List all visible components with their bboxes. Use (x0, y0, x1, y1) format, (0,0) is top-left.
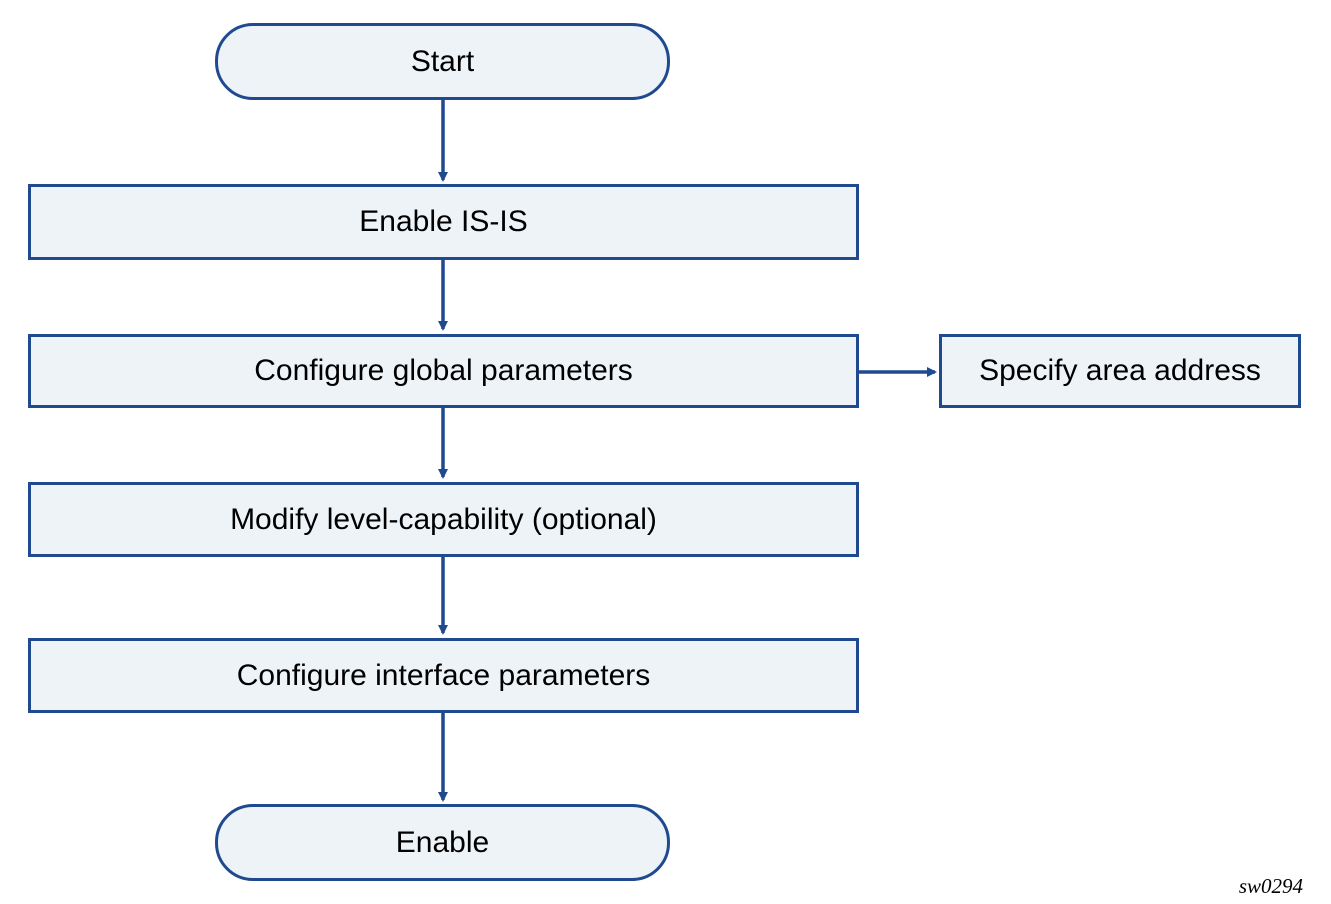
start-label: Start (410, 44, 475, 78)
step-area-address: Specify area address (939, 334, 1301, 408)
step-area-address-label: Specify area address (979, 354, 1261, 387)
step-interface-params: Configure interface parameters (28, 638, 859, 713)
end-terminal: Enable (215, 804, 670, 881)
step-enable-isis-label: Enable IS-IS (359, 205, 528, 238)
end-label: Enable (395, 825, 490, 859)
step-interface-params-label: Configure interface parameters (236, 658, 651, 692)
step-level-capability-label: Modify level-capability (optional) (230, 502, 657, 536)
start-terminal: Start (215, 23, 670, 100)
step-enable-isis: Enable IS-IS (28, 184, 859, 260)
step-global-params: Configure global parameters (28, 334, 859, 408)
step-level-capability: Modify level-capability (optional) (28, 482, 859, 557)
figure-id: sw0294 (1238, 874, 1303, 898)
step-global-params-label: Configure global parameters (254, 354, 633, 387)
